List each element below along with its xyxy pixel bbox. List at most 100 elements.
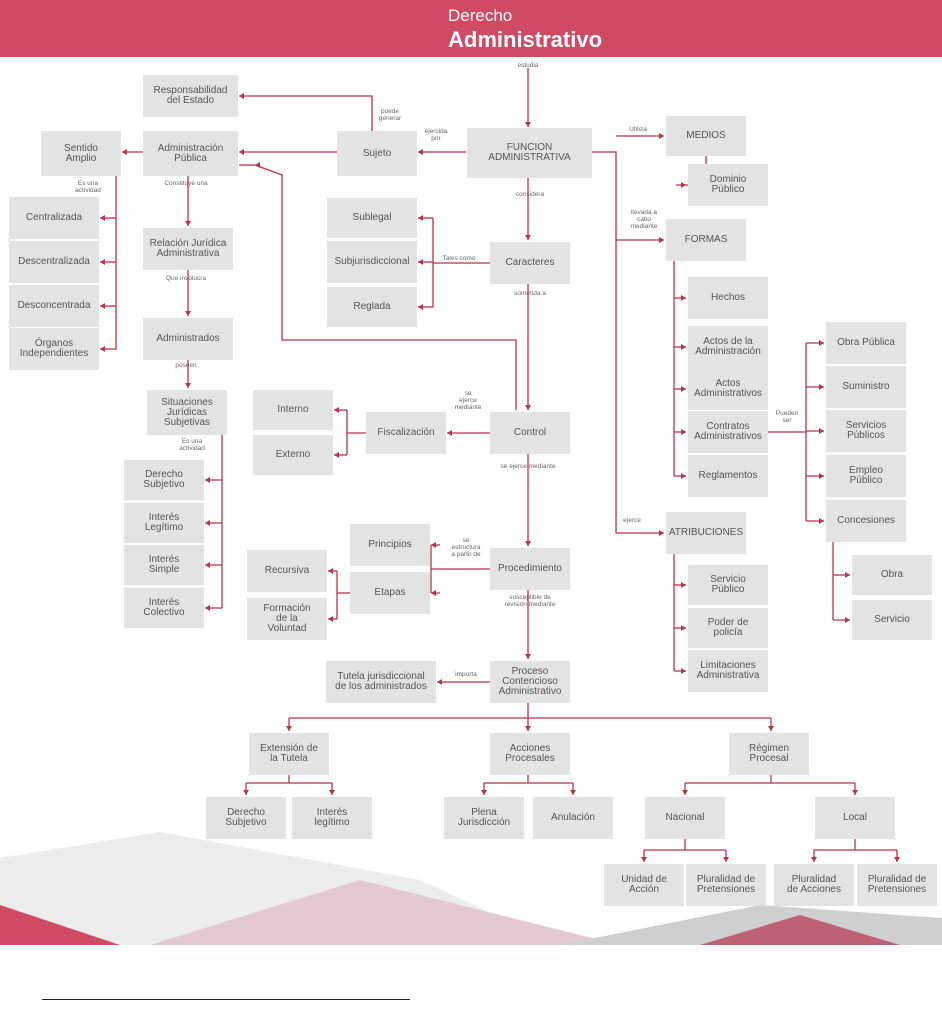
connector-label-importa: importa: [455, 671, 477, 678]
node-principios: Principios: [350, 524, 430, 566]
arrowhead-5: [100, 346, 105, 352]
title-line-1: Derecho: [448, 6, 513, 25]
node-obra: Obra: [852, 555, 932, 595]
node-actosadministrativos: Actos Administrativos: [688, 368, 768, 410]
node-unidad: Unidad de Acción: [604, 864, 684, 906]
arrowhead-40: [328, 616, 333, 622]
arrowhead-87: [723, 857, 729, 862]
connector-label-llevada-a-cabo: llevada a cabo mediante: [630, 209, 658, 230]
arrowhead-12: [205, 605, 210, 611]
arrowhead-15: [205, 562, 210, 568]
arrowhead-24: [255, 162, 260, 168]
node-contratos: Contratos Administrativos: [688, 411, 768, 453]
node-plena: Plena Jurisdicción: [444, 797, 524, 839]
node-suministro: Suministro: [826, 366, 906, 408]
node-obrapublica: Obra Pública: [826, 322, 906, 364]
node-etapas: Etapas: [350, 572, 430, 614]
node-sublegal: Sublegal: [327, 198, 417, 238]
node-externo: Externo: [253, 435, 333, 475]
arrowhead-39: [328, 568, 333, 574]
node-concesiones: Concesiones: [826, 500, 906, 542]
node-reglada: Reglada: [327, 287, 417, 327]
connector-label-ejercida-por: ejercida por: [424, 128, 448, 142]
arrowhead-36: [431, 590, 436, 596]
arrowhead-19: [418, 215, 423, 221]
arrowhead-71: [768, 726, 774, 731]
connector-label-se-ejerce-mediante2: se ejerce mediante: [500, 463, 556, 470]
node-descentralizada: Descentralizada: [9, 241, 99, 283]
background-decoration: [0, 832, 942, 945]
connector-label-utiliza: Utiliza: [629, 126, 647, 133]
node-pluralidadacc: Pluralidad de Acciones: [774, 864, 854, 906]
arrowhead-42: [437, 679, 442, 685]
arrowhead-30: [525, 541, 531, 546]
node-limitaciones: Limitaciones Administrativa: [688, 650, 768, 692]
connector-label-tales-como: Tales como: [442, 255, 476, 262]
node-relacion: Relación Jurídica Administrativa: [143, 228, 233, 270]
arrowhead-90: [811, 857, 817, 862]
arrowhead-79: [570, 790, 576, 795]
node-local: Local: [815, 797, 895, 839]
node-poderpolicia: Poder de policía: [688, 608, 768, 648]
arrowhead-21: [418, 304, 423, 310]
arrowhead-53: [681, 473, 686, 479]
arrowhead-2: [418, 149, 423, 155]
node-derechosubj: Derecho Subjetivo: [124, 460, 204, 500]
connector-lines: [100, 68, 900, 862]
arrowhead-58: [819, 428, 824, 434]
node-administrados: Administrados: [143, 318, 233, 360]
connector-label-puede-generar: puede generar: [378, 108, 402, 122]
arrowhead-78: [481, 790, 487, 795]
arrowhead-22: [525, 405, 531, 410]
arrowhead-66: [681, 625, 686, 631]
node-caracteres: Caracteres: [490, 242, 570, 284]
arrowhead-45: [659, 237, 664, 243]
arrowhead-91: [894, 857, 900, 862]
connector-label-sometida-a: sometida a: [514, 290, 546, 297]
node-actosadmin: Actos de la Administración: [688, 326, 768, 368]
arrowhead-68: [525, 726, 531, 731]
node-servicio: Servicio: [852, 600, 932, 640]
arrowhead-83: [852, 790, 858, 795]
arrowhead-7: [100, 259, 105, 265]
node-pluralidadpret1: Pluralidad de Pretensiones: [686, 864, 766, 906]
node-centralizada: Centralizada: [9, 197, 99, 239]
node-atribuciones: ATRIBUCIONES: [666, 512, 746, 554]
node-organos: Órganos Independientes: [9, 328, 99, 370]
arrowhead-59: [819, 473, 824, 479]
arrowhead-8: [100, 303, 105, 309]
node-extension: Extensión de la Tutela: [249, 733, 329, 775]
arrowhead-52: [681, 429, 686, 435]
node-reglamentos: Reglamentos: [688, 455, 768, 497]
connector-label-constituye-una: Constituye una: [164, 180, 208, 187]
connector-label-se-ejerce-mediante: se ejerce mediante: [454, 390, 482, 411]
node-procedimiento: Procedimiento: [490, 548, 570, 590]
node-regimen: Régimen Procesal: [729, 733, 809, 775]
node-medios: MEDIOS: [666, 116, 746, 156]
node-funcion: FUNCION ADMINISTRATIVA: [467, 128, 592, 178]
node-anulacion: Anulación: [533, 797, 613, 839]
node-empleopublico: Empleo Público: [826, 455, 906, 497]
arrowhead-11: [185, 383, 191, 388]
arrowhead-16: [525, 235, 531, 240]
arrowhead-50: [681, 344, 686, 350]
concept-map: Derecho Administrativo Responsabilidad d…: [0, 0, 942, 945]
node-nacional: Nacional: [645, 797, 725, 839]
node-fiscalizacion: Fiscalización: [366, 412, 446, 454]
title-line-2: Administrativo: [448, 27, 603, 52]
node-derechosubj2: Derecho Subjetivo: [206, 797, 286, 839]
arrowhead-28: [334, 407, 339, 413]
arrowhead-47: [681, 182, 686, 188]
node-proceso: Proceso Contencioso Administrativo: [490, 661, 570, 703]
arrowhead-4: [122, 149, 127, 155]
node-serviciopublico: Servicio Público: [688, 565, 768, 605]
node-adminpublica: Administración Pública: [143, 131, 238, 176]
node-subjuris: Subjurisdiccional: [327, 241, 417, 283]
connector-label-pueden-ser: Pueden ser: [775, 410, 799, 424]
node-situaciones: Situaciones Jurídicas Subjetivas: [147, 390, 227, 435]
arrowhead-41: [525, 654, 531, 659]
connector-label-ejerce: ejerce: [623, 517, 641, 524]
arrowhead-13: [205, 477, 210, 483]
connector-label-poseen: poseen: [175, 362, 197, 369]
arrowhead-60: [819, 518, 824, 524]
